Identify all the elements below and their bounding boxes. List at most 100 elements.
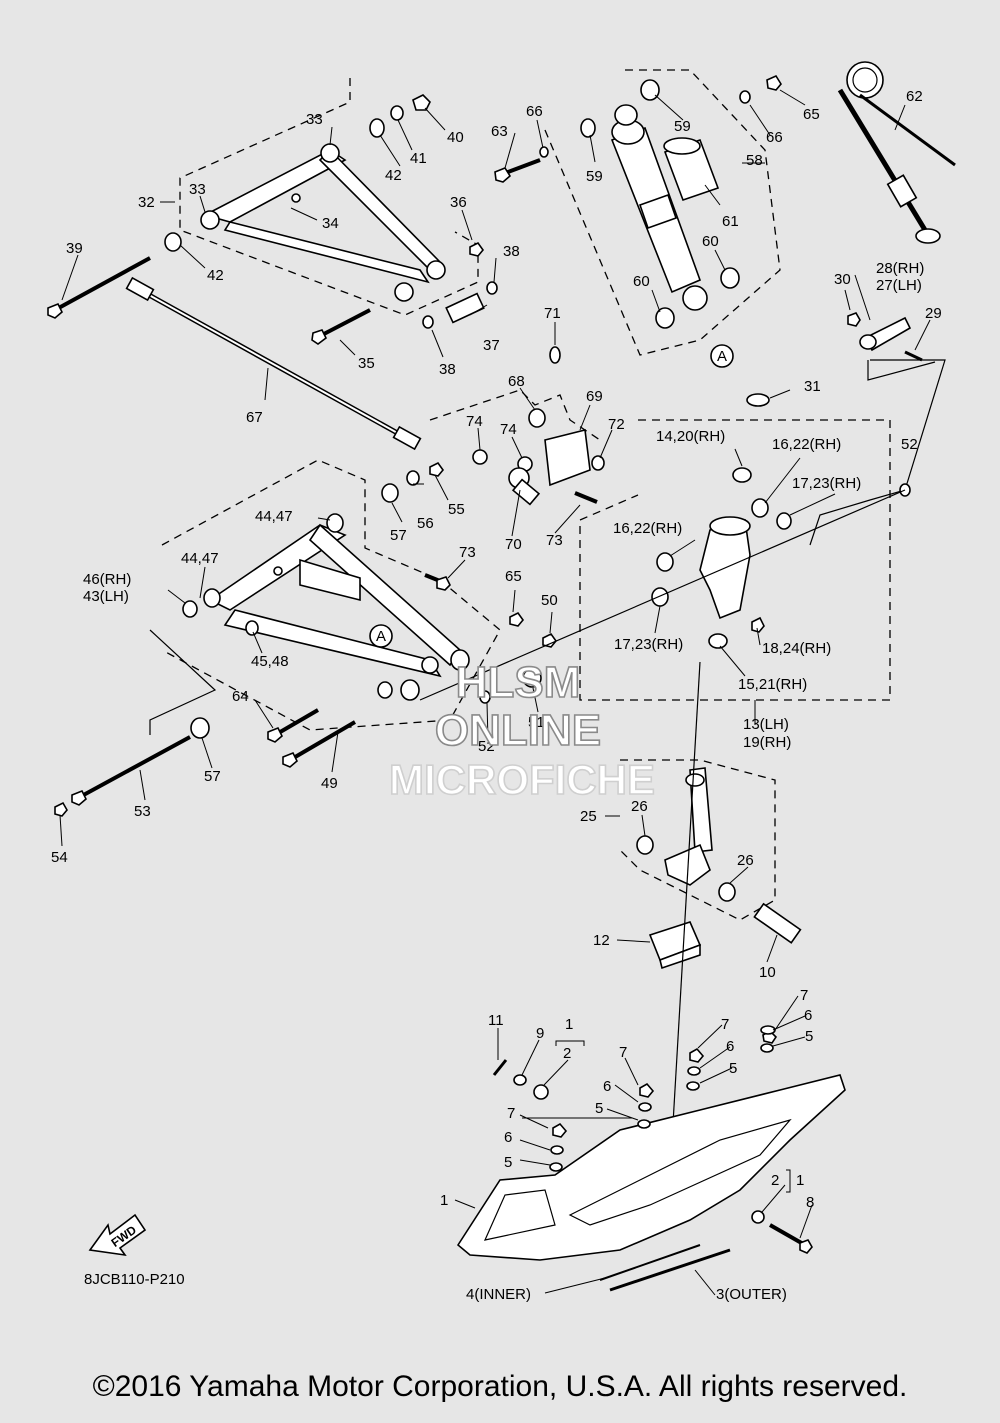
label-8: 8 [806, 1194, 814, 1211]
label-73b: 73 [459, 544, 476, 561]
label-1a: 1 [565, 1016, 573, 1033]
label-9: 9 [536, 1025, 544, 1042]
label-57b: 57 [204, 768, 221, 785]
group-outline-58 [544, 69, 781, 356]
group-outline-32 [179, 78, 479, 316]
callout-a-arm: A [369, 624, 393, 648]
label-52b: 52 [901, 436, 918, 453]
axis-line-rh-arm2 [867, 360, 936, 381]
label-31: 31 [804, 378, 821, 395]
label-16b: 16,22(RH) [613, 520, 682, 537]
watermark: HLSM ONLINE MICROFICHE [388, 657, 656, 804]
lower-arm-hardware [190, 461, 558, 739]
part-labels: 33 33 32 34 42 41 40 36 42 39 38 37 38 3… [51, 88, 942, 1303]
label-51: 51 [528, 714, 545, 731]
label-25: 25 [580, 808, 597, 825]
label-26a: 26 [631, 798, 648, 815]
label-33a: 33 [306, 111, 323, 128]
watermark-line-3: MICROFICHE [389, 756, 655, 803]
label-64: 64 [232, 688, 249, 705]
label-53: 53 [134, 803, 151, 820]
label-7c: 7 [721, 1016, 729, 1033]
watermark-line-1: HLSM [456, 658, 581, 707]
label-41: 41 [410, 150, 427, 167]
label-17a: 17,23(RH) [792, 475, 861, 492]
label-5a: 5 [595, 1100, 603, 1117]
label-3: 3(OUTER) [716, 1286, 787, 1303]
label-29: 29 [925, 305, 942, 322]
shaft-67 [125, 276, 422, 451]
label-1c: 1 [440, 1192, 448, 1209]
label-57a: 57 [390, 527, 407, 544]
label-33b: 33 [189, 181, 206, 198]
label-32: 32 [138, 194, 155, 211]
label-52a: 52 [478, 738, 495, 755]
label-65b: 65 [505, 568, 522, 585]
label-35: 35 [358, 355, 375, 372]
label-5d: 5 [805, 1028, 813, 1045]
group-outline-13 [579, 419, 891, 701]
label-45: 45,48 [251, 653, 289, 670]
label-10: 10 [759, 964, 776, 981]
ski-spindle-25 [636, 767, 802, 944]
label-13: 13(LH) [743, 716, 789, 733]
linkage-68-74 [424, 346, 605, 591]
label-28: 28(RH) [876, 260, 924, 277]
label-73a: 73 [546, 532, 563, 549]
upper-a-arm [200, 143, 446, 302]
label-6b: 6 [504, 1129, 512, 1146]
label-11: 11 [488, 1012, 504, 1029]
label-17b: 17,23(RH) [614, 636, 683, 653]
label-42b: 42 [207, 267, 224, 284]
label-34: 34 [322, 215, 339, 232]
spindle-axis [419, 489, 906, 701]
bolt-49 [282, 720, 357, 768]
bolt-39 [47, 256, 151, 319]
axis-line-rh-arm [809, 359, 946, 546]
callout-a-shock: A [710, 344, 734, 368]
bolt-35 [311, 308, 371, 345]
label-74b: 74 [500, 421, 517, 438]
label-60b: 60 [633, 273, 650, 290]
label-44a: 44,47 [255, 508, 293, 525]
label-71: 71 [544, 305, 561, 322]
label-60a: 60 [702, 233, 719, 250]
label-50: 50 [541, 592, 558, 609]
ski-hardware [492, 1025, 813, 1254]
label-5c: 5 [729, 1060, 737, 1077]
label-6a: 6 [603, 1078, 611, 1095]
label-37: 37 [483, 337, 500, 354]
label-40: 40 [447, 129, 464, 146]
diagram-code: 8JCB110-P210 [84, 1271, 185, 1288]
label-69: 69 [586, 388, 603, 405]
callout-a-label-2: A [376, 628, 386, 645]
label-5b: 5 [504, 1154, 512, 1171]
label-42a: 42 [385, 167, 402, 184]
label-7a: 7 [619, 1044, 627, 1061]
label-2b: 2 [771, 1172, 779, 1189]
label-27: 27(LH) [876, 277, 922, 294]
label-36: 36 [450, 194, 467, 211]
label-30: 30 [834, 271, 851, 288]
label-38a: 38 [503, 243, 520, 260]
label-6c: 6 [726, 1038, 734, 1055]
label-26b: 26 [737, 852, 754, 869]
label-62: 62 [906, 88, 923, 105]
watermark-line-2: ONLINE [435, 706, 601, 755]
label-16a: 16,22(RH) [772, 436, 841, 453]
label-72: 72 [608, 416, 625, 433]
ski-axis [669, 661, 701, 1176]
label-43: 43(LH) [83, 588, 129, 605]
label-67: 67 [246, 409, 263, 426]
label-12: 12 [593, 932, 610, 949]
label-59a: 59 [586, 168, 603, 185]
label-14: 14,20(RH) [656, 428, 725, 445]
bolt-64 [267, 708, 320, 743]
label-74a: 74 [466, 413, 483, 430]
copyright-notice: ©2016 Yamaha Motor Corporation, U.S.A. A… [92, 1370, 908, 1403]
label-66b: 66 [766, 129, 783, 146]
label-7b: 7 [507, 1105, 515, 1122]
label-1b: 1 [796, 1172, 804, 1189]
label-4: 4(INNER) [466, 1286, 531, 1303]
